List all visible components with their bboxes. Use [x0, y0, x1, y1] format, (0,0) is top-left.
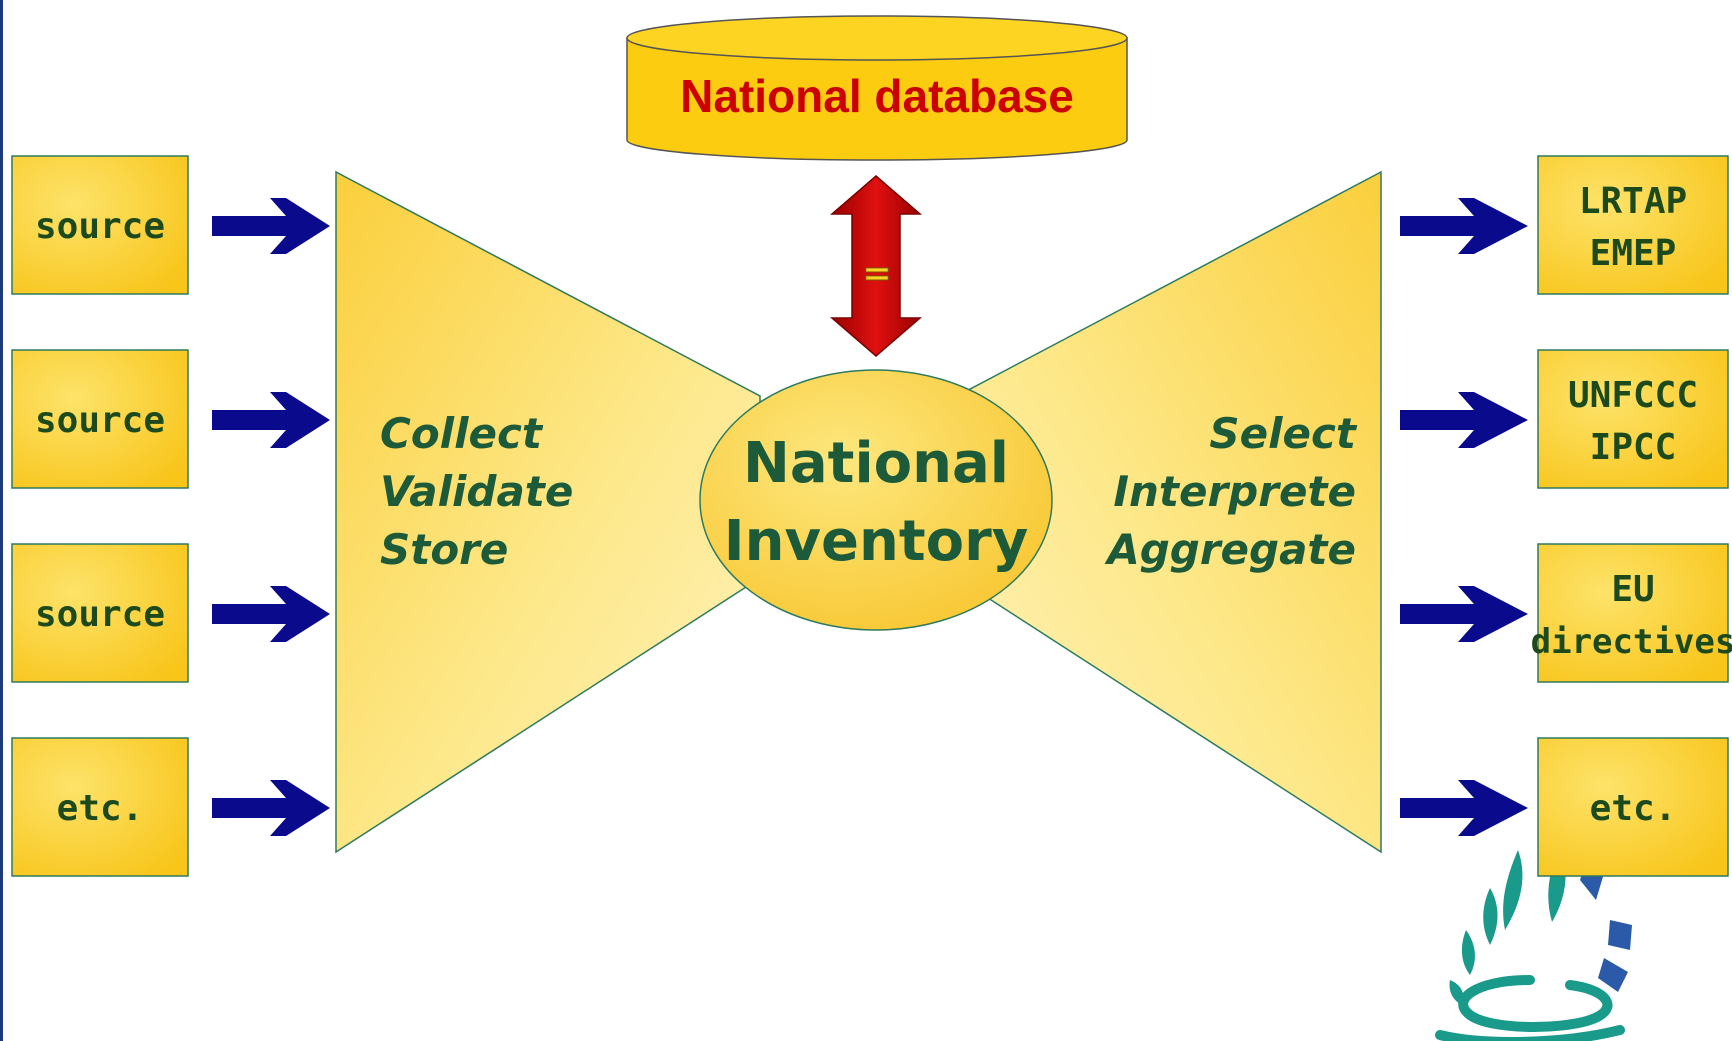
- output-box-lrtap: LRTAP EMEP: [1537, 155, 1729, 295]
- output-label-line1: UNFCCC: [1568, 375, 1698, 416]
- national-inventory-node: [699, 369, 1053, 631]
- output-arrow: [1400, 780, 1528, 836]
- input-arrow: [212, 198, 330, 254]
- output-arrow: [1400, 198, 1528, 254]
- source-label: source: [35, 400, 165, 441]
- national-database-cylinder: [626, 15, 1128, 161]
- validate-step-label: Validate: [380, 467, 573, 516]
- output-label-line2: IPCC: [1590, 427, 1677, 468]
- output-box-etc: etc.: [1537, 737, 1729, 877]
- input-arrow: [212, 586, 330, 642]
- output-label-line1: EU: [1611, 569, 1654, 610]
- collect-step-label: Collect: [380, 409, 544, 458]
- database-label: National database: [680, 70, 1074, 122]
- source-box: source: [11, 349, 189, 489]
- output-label-line2: EMEP: [1590, 233, 1677, 274]
- source-box: source: [11, 155, 189, 295]
- source-box: source: [11, 543, 189, 683]
- agency-logo: [1435, 846, 1632, 1041]
- store-step-label: Store: [380, 525, 508, 574]
- inventory-label-line2: Inventory: [724, 509, 1028, 574]
- output-arrow: [1400, 586, 1528, 642]
- left-edge-strip: [0, 0, 3, 1041]
- input-arrow: [212, 780, 330, 836]
- exchange-double-arrow: [829, 175, 923, 357]
- source-etc-label: etc.: [57, 788, 144, 829]
- source-label: source: [35, 206, 165, 247]
- output-label-line2: directives: [1531, 622, 1732, 662]
- source-box: etc.: [11, 737, 189, 877]
- select-step-label: Select: [1209, 409, 1358, 458]
- output-etc-label: etc.: [1590, 788, 1677, 829]
- output-label-line1: LRTAP: [1579, 181, 1687, 222]
- source-label: source: [35, 594, 165, 635]
- aggregate-step-label: Aggregate: [1104, 525, 1356, 574]
- equals-sign: =: [862, 253, 892, 294]
- output-box-unfccc: UNFCCC IPCC: [1537, 349, 1729, 489]
- interprete-step-label: Interprete: [1113, 467, 1356, 516]
- input-arrow: [212, 392, 330, 448]
- output-box-eu: EU directives: [1531, 543, 1732, 683]
- inventory-label-line1: National: [743, 431, 1009, 496]
- output-arrow: [1400, 392, 1528, 448]
